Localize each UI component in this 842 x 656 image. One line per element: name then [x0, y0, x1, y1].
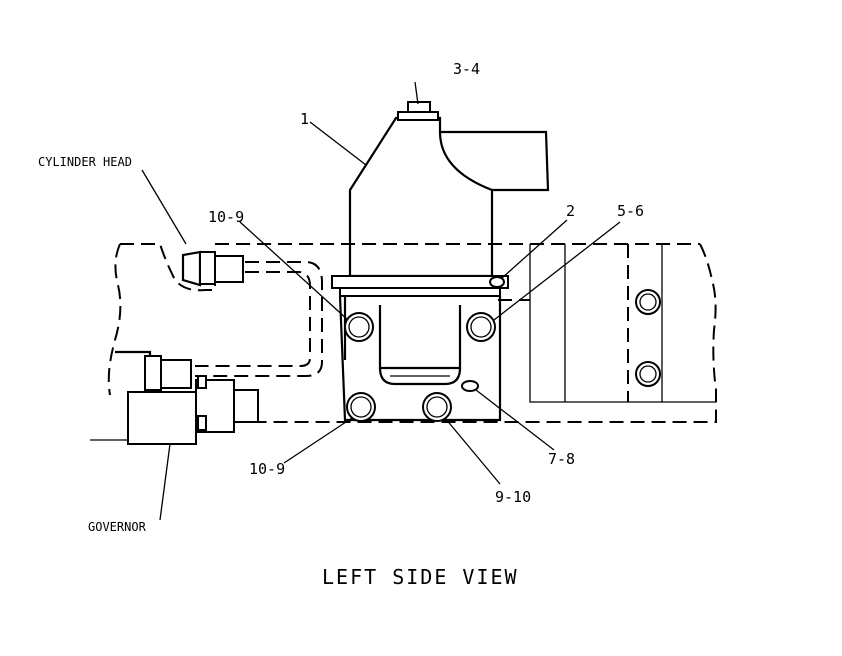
callout-9-10: 9-10: [495, 488, 531, 506]
governor-label: GOVERNOR: [88, 520, 147, 534]
callout-1: 1: [300, 110, 309, 128]
fuel-line: [181, 250, 323, 377]
governor: [115, 350, 259, 445]
cylinder-head-outline: [90, 243, 717, 441]
cylinder-head-label: CYLINDER HEAD: [38, 155, 132, 169]
view-title: LEFT SIDE VIEW: [322, 565, 519, 589]
callout-3-4: 3-4: [453, 60, 480, 78]
callout-7-8: 7-8: [548, 450, 575, 468]
fuel-filter-housing: [331, 101, 550, 422]
callout-5-6: 5-6: [617, 202, 644, 220]
leader-lines: [141, 81, 621, 521]
callout-10-9-top: 10-9: [208, 208, 244, 226]
mounting-bolts: [344, 289, 661, 422]
callout-2: 2: [566, 202, 575, 220]
callout-10-9-bottom: 10-9: [249, 460, 285, 478]
